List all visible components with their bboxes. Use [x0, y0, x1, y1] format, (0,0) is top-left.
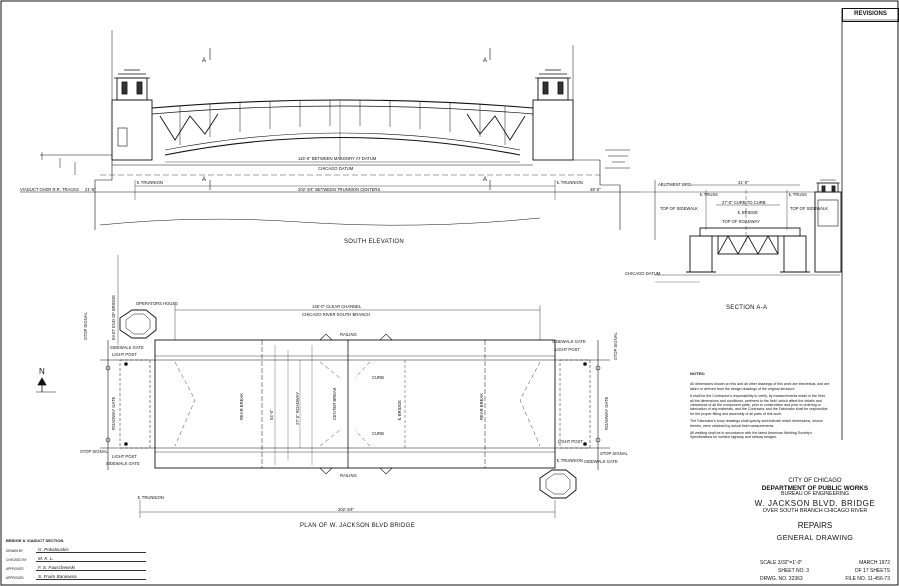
- right-tower: [532, 99, 574, 161]
- sheet-info: SCALE 3/32"=1'-0" MARCH 1972 SHEET NO. 3 O…: [760, 560, 890, 584]
- rear-break-right: REAR BREAK: [479, 393, 484, 420]
- left-dim: 21'-6": [85, 187, 96, 192]
- sidewalk-gate-right: SIDEWALK GATE: [552, 339, 586, 344]
- of-sheets-label: OF 17 SHEETS: [854, 568, 890, 574]
- river-label: CHICAGO RIVER SOUTH BRANCH: [302, 312, 371, 317]
- scale-label: SCALE 3/32"=1'-0": [760, 560, 803, 566]
- stop-signal-left-2: STOP SIGNAL: [80, 449, 108, 454]
- rear-break-left: REAR BREAK: [239, 393, 244, 420]
- section-top-sidewalk-right: TOP OF SIDEWALK: [790, 206, 829, 211]
- section-datum: CHICAGO DATUM: [625, 271, 661, 276]
- trunnion-left-label: ℄ TRUNNION: [137, 180, 163, 185]
- north-label: N: [39, 367, 46, 376]
- bridge-cl-plan: ℄ BRIDGE: [397, 400, 402, 420]
- location-label: OVER SOUTH BRANCH CHICAGO RIVER: [762, 508, 868, 515]
- note-3: The Fabricator's shop drawings shall spe…: [690, 419, 823, 428]
- trunnion-left-plan: ℄ TRUNNION: [138, 495, 164, 500]
- stop-signal-right-2: STOP SIGNAL: [600, 451, 628, 456]
- stop-signal-right: STOP SIGNAL: [613, 332, 618, 360]
- section-a-a-drawing: [655, 179, 842, 283]
- section-mark-a4: A: [483, 177, 488, 183]
- sidewalk-gate-right-2: SIDEWALK GATE: [584, 459, 618, 464]
- light-post-left-2: LIGHT POST: [112, 454, 137, 459]
- notes-block: NOTES: All dimensions shown on this and …: [690, 371, 830, 443]
- light-post-right: LIGHT POST: [555, 347, 580, 352]
- plan-drawing: [100, 255, 610, 518]
- dim-masonry: 115'-6" BETWEEN MASONRY AT DATUM: [298, 156, 377, 161]
- abutment-brg-label: ABUTMENT BRG: [658, 182, 692, 187]
- department-label: DEPARTMENT OF PUBLIC WORKS: [761, 484, 869, 492]
- section-truss-left: ℄ TRUSS: [700, 192, 718, 197]
- section-truss-right: ℄ TRUSS: [789, 192, 807, 197]
- center-break-label: CENTER BREAK: [332, 387, 337, 420]
- truss-arch: [164, 136, 521, 156]
- stop-signal-left: STOP SIGNAL: [83, 312, 88, 340]
- viaduct-label: VIADUCT OVER R.R. TRACKS: [20, 187, 79, 192]
- section-curb-dim: 27'-0" CURB TO CURB: [722, 200, 766, 205]
- title-block: CITY OF CHICAGO DEPARTMENT OF PUBLIC WOR…: [745, 478, 885, 542]
- section-mark-a1: A: [202, 58, 207, 64]
- section-caption: SECTION A-A: [726, 305, 768, 311]
- drawing-type-label: GENERAL DRAWING: [776, 532, 854, 542]
- light-post-right-2: LIGHT POST: [558, 439, 583, 444]
- truss-top-chord: [151, 99, 534, 109]
- section-top-sidewalk-left: TOP OF SIDEWALK: [660, 206, 699, 211]
- roadway-label: 27'-0" ROADWAY: [295, 391, 300, 425]
- plan-caption: PLAN OF W. JACKSON BLVD BRIDGE: [300, 523, 415, 529]
- operators-house-label: OPERATORS HOUSE: [136, 301, 178, 306]
- repairs-label: REPAIRS: [797, 520, 833, 530]
- plan-dim-bottom: 202'-3⁄4": [338, 507, 355, 512]
- revisions-label: REVISIONS: [854, 11, 887, 17]
- dim-trunnion-centers: 202'-3⁄4" BETWEEN TRUNNION CENTERS: [298, 187, 381, 192]
- section-mark-a2: A: [483, 58, 488, 64]
- section-dim-top: 41'-0": [738, 180, 749, 185]
- drwg-label: DRWG. NO. 32363: [760, 576, 803, 582]
- section-mark-a3: A: [202, 177, 207, 183]
- width-label: 54'-0": [269, 409, 274, 420]
- note-2: It shall be the Contractor's responsibil…: [690, 394, 828, 416]
- curb-top-label: CURB: [372, 375, 384, 380]
- south-elevation-caption: SOUTH ELEVATION: [344, 239, 404, 245]
- curb-bottom-label: CURB: [372, 431, 384, 436]
- signature-header: BRIDGE & VIADUCT SECTION: [6, 538, 64, 543]
- file-label: FILE NO. 11-456-73: [845, 576, 890, 582]
- section-bridge-cl: ℄ BRIDGE: [738, 210, 758, 215]
- chicago-datum-label: CHICAGO DATUM: [318, 166, 354, 171]
- north-arrow-icon: [36, 377, 56, 393]
- revisions-box: REVISIONS: [842, 8, 899, 22]
- light-post-left: LIGHT POST: [112, 352, 137, 357]
- bureau-label: BUREAU OF ENGINEERING: [780, 491, 850, 498]
- note-4: All welding shall be in accordance with …: [690, 431, 813, 440]
- sheet-label: SHEET NO. 3: [778, 568, 810, 574]
- trunnion-right-label: ℄ TRUNNION: [557, 180, 583, 185]
- notes-heading: NOTES:: [690, 371, 706, 376]
- city-label: CITY OF CHICAGO: [788, 478, 842, 484]
- roadway-gate-right: ROADWAY GATE: [604, 396, 609, 430]
- east-end-label: EAST END OF BRIDGE: [111, 294, 116, 340]
- sidewalk-gate-left: SIDEWALK GATE: [110, 345, 144, 350]
- roadway-gate-left: ROADWAY GATE: [111, 396, 116, 430]
- bridge-name: W. JACKSON BLVD. BRIDGE: [754, 499, 876, 509]
- date-label: MARCH 1972: [859, 560, 890, 566]
- right-dim: 48'-0": [590, 187, 601, 192]
- trunnion-right-plan: ℄ TRUNNION: [557, 458, 583, 463]
- note-1: All dimensions shown on this and all oth…: [690, 382, 830, 391]
- clear-channel-label: 145'-0" CLEAR CHANNEL: [312, 304, 362, 309]
- section-top-roadway: TOP OF ROADWAY: [722, 219, 760, 224]
- sidewalk-gate-left-2: SIDEWALK GATE: [106, 461, 140, 466]
- railing-bottom-label: RAILING: [340, 473, 357, 478]
- railing-top-label: RAILING: [340, 332, 357, 337]
